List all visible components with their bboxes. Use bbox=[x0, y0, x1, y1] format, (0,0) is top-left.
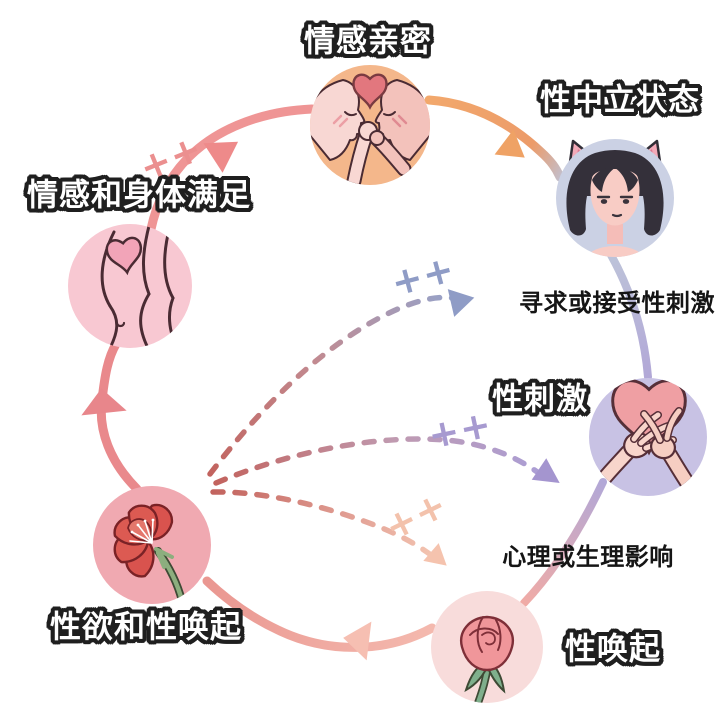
arc-intimacy-to-neutral bbox=[424, 95, 565, 182]
cat-ear-girl-icon bbox=[566, 150, 664, 257]
arc-neutral-to-stimulus bbox=[607, 251, 652, 381]
label-satisfaction: 情感和身体满足 bbox=[27, 177, 251, 214]
hands-on-heart-icon bbox=[594, 378, 698, 495]
annotation-psych-or-physio-effect: 心理或生理影响 bbox=[502, 543, 674, 571]
label-emotional-intimacy: 情感亲密 bbox=[304, 23, 432, 60]
label-sexual-stimuli: 性刺激 bbox=[492, 381, 588, 418]
label-arousal: 性唤起 bbox=[565, 631, 661, 668]
node-circle bbox=[68, 224, 192, 348]
dashed-arc-desire-to-seek bbox=[207, 294, 455, 477]
arc-desire-to-satisfaction bbox=[96, 339, 142, 494]
arrowhead-to-desire bbox=[340, 618, 372, 661]
node-desire-arousal bbox=[93, 486, 211, 604]
arrowhead-dashed-to-psych bbox=[423, 543, 455, 575]
node-sexual-stimuli bbox=[589, 378, 707, 496]
arrowhead-up-to-satisfaction bbox=[78, 386, 127, 416]
label-neutral-state: 性中立状态 bbox=[540, 82, 700, 119]
arc-stimulus-to-arousal bbox=[520, 478, 607, 607]
arrowhead-dashed-to-stimulus bbox=[531, 458, 567, 494]
node-emotional-intimacy bbox=[310, 65, 430, 185]
arc-arousal-to-desire bbox=[202, 576, 437, 652]
arc-satisfaction-to-intimacy bbox=[146, 104, 317, 234]
dashed-arc-desire-to-stimulus bbox=[213, 436, 543, 486]
label-desire-arousal: 性欲和性唤起 bbox=[50, 609, 242, 646]
annotation-seek-or-accept-stimuli: 寻求或接受性刺激 bbox=[519, 289, 715, 317]
body-with-heart-icon bbox=[100, 224, 180, 348]
couple-faces-heart-icon bbox=[310, 73, 430, 185]
node-satisfaction bbox=[68, 224, 192, 348]
red-flower-icon bbox=[113, 503, 186, 604]
node-circle bbox=[93, 486, 211, 604]
node-neutral-state bbox=[556, 139, 674, 257]
node-arousal bbox=[431, 591, 543, 703]
rosebud-icon bbox=[459, 615, 515, 703]
